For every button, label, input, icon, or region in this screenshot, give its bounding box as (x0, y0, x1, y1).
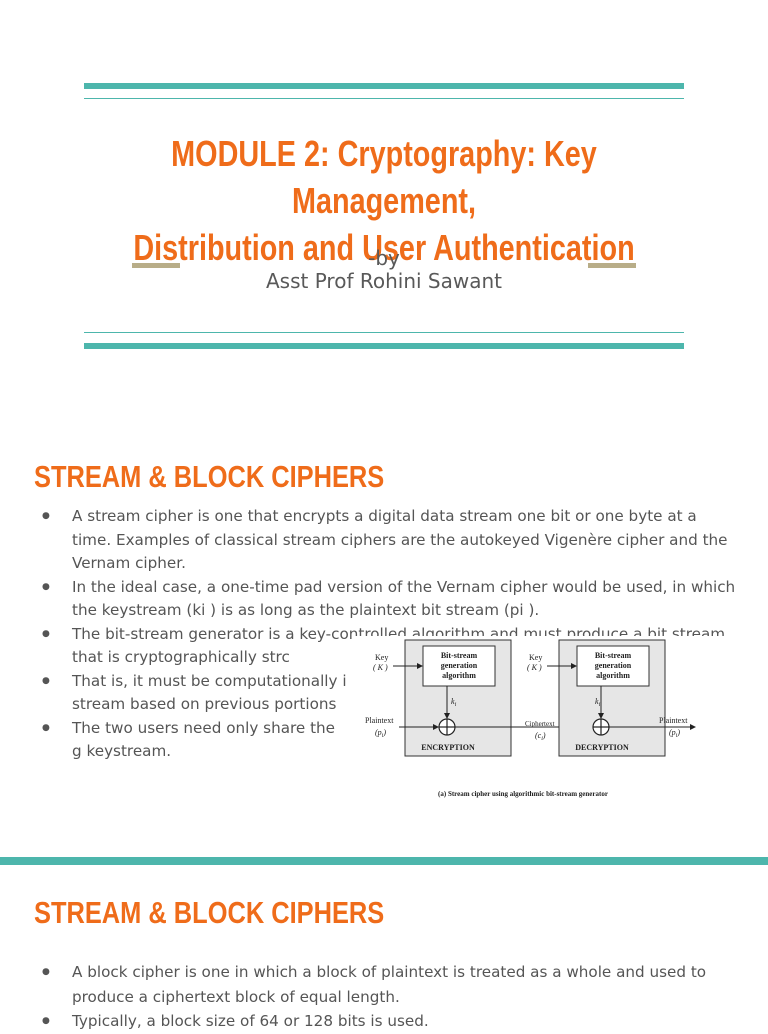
section-heading: STREAM & BLOCK CIPHERS (34, 895, 385, 930)
ki-label: ki (451, 697, 457, 708)
right-dash (588, 263, 636, 268)
module-title-line-1: MODULE 2: Cryptography: Key Management, (171, 133, 597, 221)
top-bar-thin (84, 98, 684, 99)
list-item: A stream cipher is one that encrypts a d… (40, 505, 740, 576)
byline: -by (368, 246, 400, 270)
bullet-list: A stream cipher is one that encrypts a d… (40, 505, 740, 764)
decryption-label: DECRYPTION (575, 743, 629, 752)
encryption-generator-box (422, 645, 496, 687)
key-label: Key (375, 653, 388, 662)
key-symbol: ( K ) (373, 663, 388, 672)
bullet-list: A block cipher is one in which a block o… (40, 960, 740, 1034)
encryption-label: ENCRYPTION (421, 743, 475, 752)
plaintext-out-label: Plaintext (659, 716, 688, 725)
gen-label-3: algorithm (442, 671, 476, 680)
gen-label-1-dec: Bit-stream (595, 651, 632, 660)
left-dash (132, 263, 180, 268)
section-heading: STREAM & BLOCK CIPHERS (34, 459, 385, 494)
top-bar-thick (84, 83, 684, 89)
module-title-line-2: Distribution and User Authentication (133, 227, 635, 268)
pi-out-label: (pi) (669, 728, 680, 739)
key-label-dec: Key (529, 653, 542, 662)
list-item: That is, it must be computationally i bi… (40, 670, 720, 717)
gen-label-3-dec: algorithm (596, 671, 630, 680)
key-symbol-dec: ( K ) (527, 663, 542, 672)
module-title: MODULE 2: Cryptography: Key Management, … (101, 130, 667, 271)
pi-in-label: (pi) (375, 728, 386, 739)
list-item: The two users need only share the g keys… (40, 717, 336, 764)
ciphertext-label: Ciphertext (525, 720, 555, 728)
gen-label-1: Bit-stream (441, 651, 478, 660)
gen-label-2-dec: generation (595, 661, 632, 670)
gen-label-2: generation (441, 661, 478, 670)
list-item: Typically, a block size of 64 or 128 bit… (40, 1009, 740, 1034)
list-item: A block cipher is one in which a block o… (40, 960, 740, 1009)
bottom-bar-thin (84, 332, 684, 333)
list-item: In the ideal case, a one-time pad versio… (40, 576, 740, 623)
decryption-generator-box (576, 645, 650, 687)
bottom-bar-thick (84, 343, 684, 349)
stream-cipher-diagram: Bit-stream generation algorithm Key ( K … (355, 636, 725, 808)
ki-label-dec: ki (595, 697, 601, 708)
slide-separator-band (0, 857, 768, 865)
figure-caption: (a) Stream cipher using algorithmic bit-… (438, 790, 608, 798)
plaintext-in-label: Plaintext (365, 716, 394, 725)
ci-label: (ci) (535, 731, 546, 742)
author-name: Asst Prof Rohini Sawant (266, 269, 502, 293)
